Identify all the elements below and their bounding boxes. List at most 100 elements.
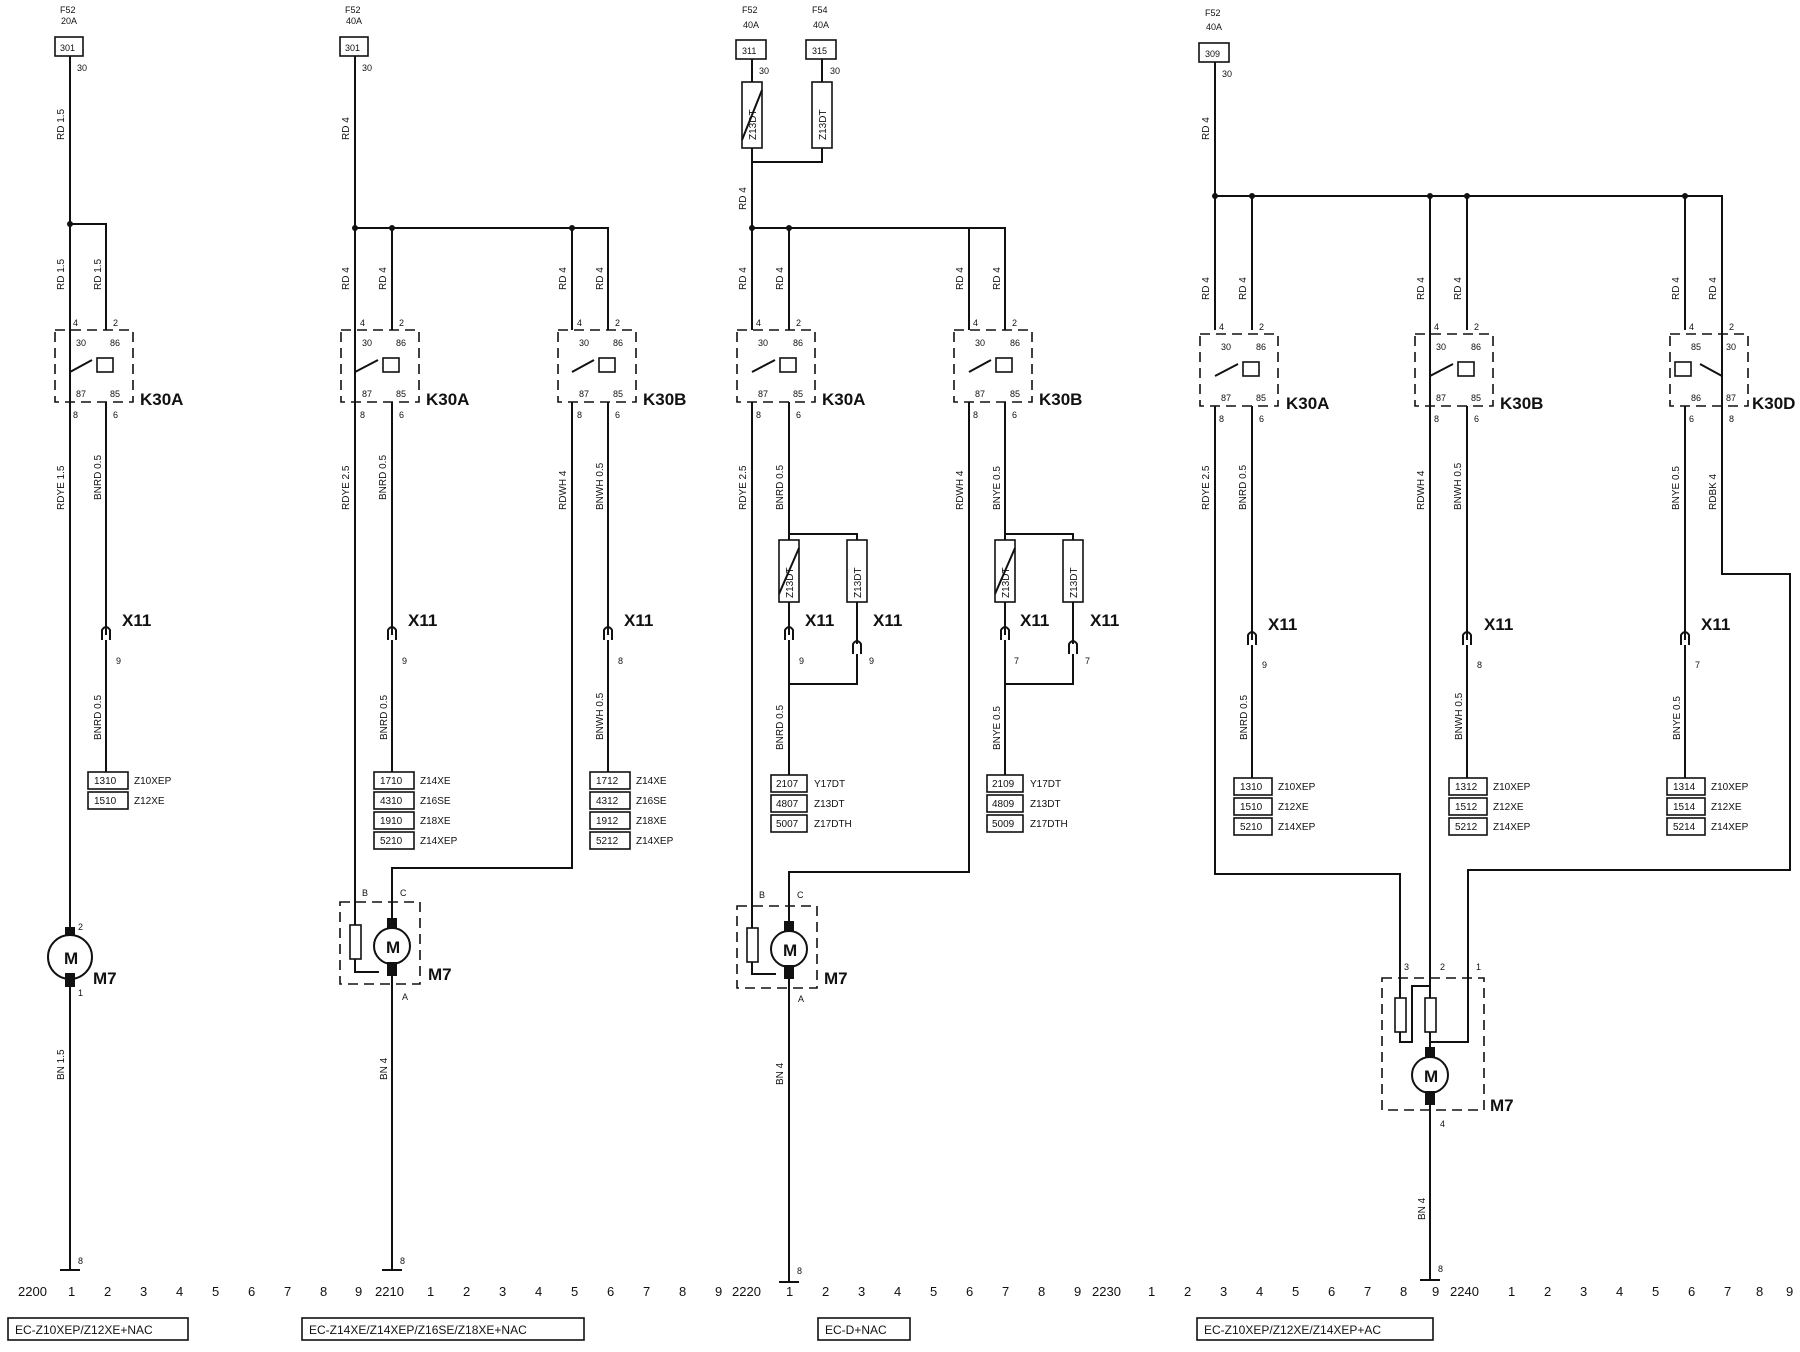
panel-4: F52 40A 309 30 RD 4 RD 4 RD 4 RD 4 RD 4 …	[1198, 8, 1795, 1281]
wire-label: RD 4	[1708, 277, 1719, 300]
relay-k30a-outline	[1199, 333, 1279, 407]
ruler-digit: 9	[715, 1284, 722, 1299]
connector-name: X11	[805, 611, 834, 630]
pin-label: 85	[613, 389, 623, 399]
relay-k30b-outline	[557, 329, 637, 403]
supply-wire-label: RD 4	[341, 117, 352, 140]
junction-dot	[749, 225, 755, 231]
code-number: 2107	[776, 779, 799, 790]
ruler-marker: 2230	[1092, 1284, 1121, 1299]
code-number: 5009	[992, 819, 1015, 830]
pin-label: 2	[1012, 318, 1017, 328]
pin-label: 8	[400, 1256, 405, 1266]
pin-label: 2	[78, 922, 83, 932]
fuse-rating: 40A	[813, 20, 829, 30]
ruler-digit: 3	[1580, 1284, 1587, 1299]
wire-label: RD 4	[738, 267, 749, 290]
fuse-rating: 20A	[61, 16, 77, 26]
relay-name: K30A	[822, 390, 865, 409]
code-number: 2109	[992, 779, 1015, 790]
panel-caption: EC-Z14XE/Z14XEP/Z16SE/Z18XE+NAC	[309, 1323, 527, 1337]
code-engine: Z17DTH	[814, 819, 852, 830]
wire-label: RD 1.5	[56, 258, 67, 290]
code-engine: Z16SE	[636, 796, 667, 807]
ruler-digit: 8	[320, 1284, 327, 1299]
code-table: 1314 Z10XEP 1514 Z12XE 5214 Z14XEP	[1666, 777, 1749, 836]
relay-k30a-outline	[340, 329, 420, 403]
junction-dot	[1249, 193, 1255, 199]
ruler-digit: 7	[643, 1284, 650, 1299]
ruler-digit: 8	[1756, 1284, 1763, 1299]
code-engine: Z10XEP	[134, 776, 172, 787]
pin-label: 4	[756, 318, 761, 328]
panel-1: F52 20A 301 30 RD 1.5 RD 1.5 RD 1.5 4 2 …	[47, 5, 183, 1271]
ruler-digit: 2	[1544, 1284, 1551, 1299]
ruler-digit: 4	[1256, 1284, 1263, 1299]
code-number: 1514	[1673, 802, 1696, 813]
code-number: 4310	[380, 796, 403, 807]
caption-box	[1196, 1317, 1434, 1341]
wire-label: BNRD 0.5	[379, 695, 390, 740]
connector-pin: 7	[1695, 660, 1700, 670]
junction-dot	[1682, 193, 1688, 199]
connector-name: X11	[1701, 615, 1730, 634]
connector-icon	[1462, 631, 1472, 645]
fuse-terminal: 30	[830, 66, 840, 76]
motor-symbol: M	[783, 941, 797, 960]
wire-label: RD 4	[341, 267, 352, 290]
control-wire	[1004, 640, 1074, 685]
code-number: 1912	[596, 816, 619, 827]
code-engine: Y17DT	[1030, 779, 1061, 790]
resistor-icon	[349, 924, 362, 960]
connector-pin: 8	[618, 656, 623, 666]
motor-terminal	[1425, 1047, 1435, 1061]
fuse-code: 311	[742, 46, 756, 56]
ruler-digit: 7	[1364, 1284, 1371, 1299]
control-wire	[789, 533, 858, 540]
wire-label: BNYE 0.5	[1671, 466, 1682, 510]
connector-icon	[1000, 626, 1010, 640]
code-engine: Z16SE	[420, 796, 451, 807]
wire-label: BNRD 0.5	[1238, 465, 1249, 510]
load-wire	[1214, 406, 1401, 968]
relay-switch-icon	[354, 359, 379, 373]
pin-label: 87	[975, 389, 985, 399]
pin-label: 4	[973, 318, 978, 328]
pin-label: 6	[796, 410, 801, 420]
pin-label: 2	[113, 318, 118, 328]
motor-symbol: M	[64, 949, 78, 968]
relay-name: K30B	[643, 390, 686, 409]
pin-label: 86	[1010, 338, 1020, 348]
code-number: 5212	[1455, 822, 1478, 833]
pin-label: 2	[796, 318, 801, 328]
wire-label: RD 4	[1416, 277, 1427, 300]
code-number: 5210	[380, 836, 403, 847]
ruler-digit: 8	[679, 1284, 686, 1299]
junction-dot	[1427, 193, 1433, 199]
inline-label: Z13DT	[785, 567, 796, 598]
captions: EC-Z10XEP/Z12XE+NAC EC-Z14XE/Z14XEP/Z16S…	[7, 1317, 1434, 1341]
pin-label: 87	[1436, 393, 1446, 403]
code-engine: Z14XE	[636, 776, 667, 787]
motor-name: M7	[1490, 1096, 1514, 1115]
motor-outline	[1381, 977, 1485, 1111]
ruler-digit: 7	[1002, 1284, 1009, 1299]
pin-label: 30	[1726, 342, 1736, 352]
pin-label: 6	[615, 410, 620, 420]
connector-name: X11	[873, 611, 902, 630]
code-engine: Z13DT	[1030, 799, 1061, 810]
ruler-digit: 5	[1652, 1284, 1659, 1299]
relay-coil-icon	[995, 357, 1013, 373]
caption-box	[817, 1317, 911, 1341]
pin-label: 6	[1012, 410, 1017, 420]
motor-wire	[1399, 985, 1430, 1043]
ruler-digit: 5	[212, 1284, 219, 1299]
fuse-terminal: 30	[77, 63, 87, 73]
fuse-name: F54	[812, 5, 828, 15]
ruler-digit: 7	[1724, 1284, 1731, 1299]
pin-label: 8	[1219, 414, 1224, 424]
code-engine: Z14XEP	[636, 836, 674, 847]
relay-switch-icon	[968, 359, 992, 373]
code-number: 1510	[1240, 802, 1263, 813]
motor-terminal	[784, 965, 794, 979]
